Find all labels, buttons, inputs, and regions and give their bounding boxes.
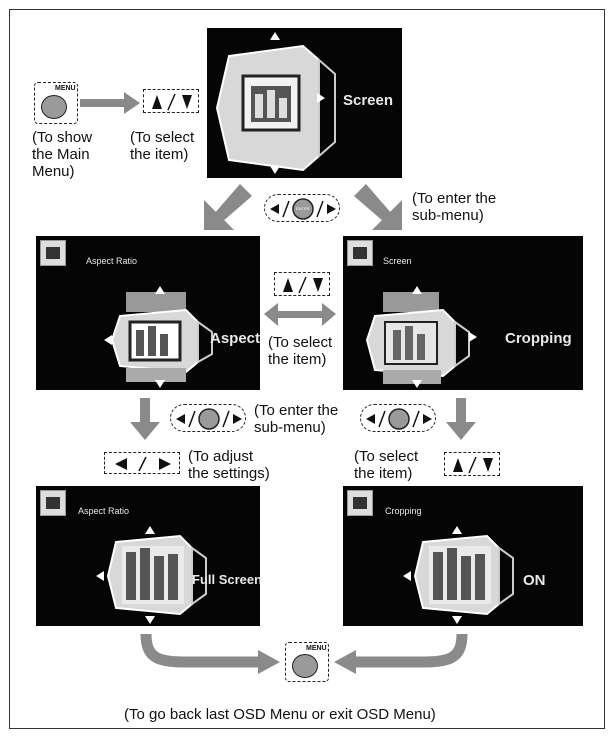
up-triangle-icon xyxy=(453,458,463,472)
on-header: Cropping xyxy=(385,506,422,516)
caption-go-back: (To go back last OSD Menu or exit OSD Me… xyxy=(124,706,436,723)
menu-button-icon xyxy=(292,654,318,678)
main-menu-graphic xyxy=(215,32,336,174)
left-right-adjust-button[interactable] xyxy=(104,452,180,474)
menu-button-icon xyxy=(41,95,67,119)
enter-button-left[interactable] xyxy=(170,404,246,432)
aspect-graphic xyxy=(104,286,213,388)
cropping-label: Cropping xyxy=(505,330,572,347)
down-flow-arrow-right-icon xyxy=(446,398,476,440)
up-arrow-icon xyxy=(452,526,462,534)
up-triangle-icon xyxy=(152,95,162,109)
left-arrow-icon xyxy=(104,335,112,345)
aspect-header: Aspect Ratio xyxy=(86,256,138,266)
aspect-thumb-icon xyxy=(40,240,66,266)
down-arrow-icon xyxy=(412,380,422,388)
cropping-graphic xyxy=(365,286,477,388)
menu-button-label: MENU xyxy=(55,85,76,92)
up-down-select-button[interactable] xyxy=(143,89,199,113)
down-left-flow-arrow-icon xyxy=(204,184,252,230)
on-graphic xyxy=(403,526,514,624)
down-triangle-icon xyxy=(483,458,493,472)
caption-show-main-menu: (To show the Main Menu) xyxy=(32,129,93,180)
enter-label: ENTER xyxy=(296,206,310,211)
left-triangle-icon xyxy=(270,204,279,214)
main-menu-screen: Screen xyxy=(207,28,402,178)
up-arrow-icon xyxy=(145,526,155,534)
fullscreen-header: Aspect Ratio xyxy=(78,506,130,516)
down-flow-arrow-left-icon xyxy=(130,398,160,440)
slash-icon xyxy=(167,93,176,111)
up-down-select-button-right[interactable] xyxy=(444,452,500,476)
fullscreen-label: Full Screen xyxy=(192,572,260,587)
caption-adjust-settings: (To adjust the settings) xyxy=(188,448,270,482)
caption-select-item-top: (To select the item) xyxy=(130,129,195,163)
enter-button-right[interactable] xyxy=(360,404,436,432)
up-arrow-icon xyxy=(270,32,280,40)
down-triangle-icon xyxy=(182,95,192,109)
right-arrow-icon xyxy=(317,93,325,103)
aspect-thumb-icon xyxy=(40,490,66,516)
curved-arrow-right-icon xyxy=(352,633,468,668)
up-arrow-icon xyxy=(412,286,422,294)
up-arrow-icon xyxy=(155,286,165,294)
cropping-thumb-icon xyxy=(347,490,373,516)
right-triangle-icon xyxy=(159,458,171,470)
enter-button-icon xyxy=(198,408,220,430)
left-arrow-icon xyxy=(96,571,104,581)
up-triangle-icon xyxy=(283,278,293,292)
down-arrow-icon xyxy=(155,380,165,388)
right-flow-arrow-icon xyxy=(80,92,140,114)
left-triangle-icon xyxy=(176,414,185,424)
full-screen-screen: Aspect Ratio Full Screen xyxy=(36,486,260,626)
left-arrow-icon xyxy=(403,571,411,581)
screen-thumb-icon xyxy=(347,240,373,266)
down-arrow-icon xyxy=(270,166,280,174)
enter-button-icon xyxy=(292,198,314,220)
right-arrow-icon xyxy=(469,332,477,342)
left-triangle-icon xyxy=(366,414,375,424)
aspect-label: Aspect xyxy=(210,330,260,347)
caption-enter-submenu-top: (To enter the sub-menu) xyxy=(412,190,497,224)
curved-arrow-left-icon xyxy=(140,633,262,668)
right-triangle-icon xyxy=(327,204,336,214)
caption-enter-submenu-middle: (To enter the sub-menu) xyxy=(254,402,339,436)
left-right-flow-arrow-icon xyxy=(264,303,336,326)
right-triangle-icon xyxy=(233,414,242,424)
screen-header: Screen xyxy=(383,256,412,266)
caption-select-item-middle: (To select the item) xyxy=(268,334,333,368)
down-right-flow-arrow-icon xyxy=(354,184,402,230)
diagram-frame xyxy=(9,9,605,729)
menu-button[interactable]: MENU xyxy=(34,82,78,124)
down-arrow-icon xyxy=(145,616,155,624)
down-triangle-icon xyxy=(313,278,323,292)
cropping-on-screen: Cropping ON xyxy=(343,486,583,626)
cropping-screen: Screen Cropping xyxy=(343,236,583,390)
up-down-select-button-middle[interactable] xyxy=(274,272,330,296)
enter-button-icon xyxy=(388,408,410,430)
menu-button-bottom[interactable]: MENU xyxy=(285,642,329,682)
left-triangle-icon xyxy=(115,458,127,470)
aspect-screen: Aspect Ratio Aspect xyxy=(36,236,260,390)
caption-select-item-right: (To select the item) xyxy=(354,448,419,482)
right-triangle-icon xyxy=(423,414,432,424)
enter-button-top[interactable]: ENTER xyxy=(264,194,340,222)
down-arrow-icon xyxy=(452,616,462,624)
fullscreen-graphic xyxy=(96,526,207,624)
screen-label: Screen xyxy=(343,92,394,109)
menu-button-label: MENU xyxy=(306,645,327,652)
on-label: ON xyxy=(523,572,546,589)
